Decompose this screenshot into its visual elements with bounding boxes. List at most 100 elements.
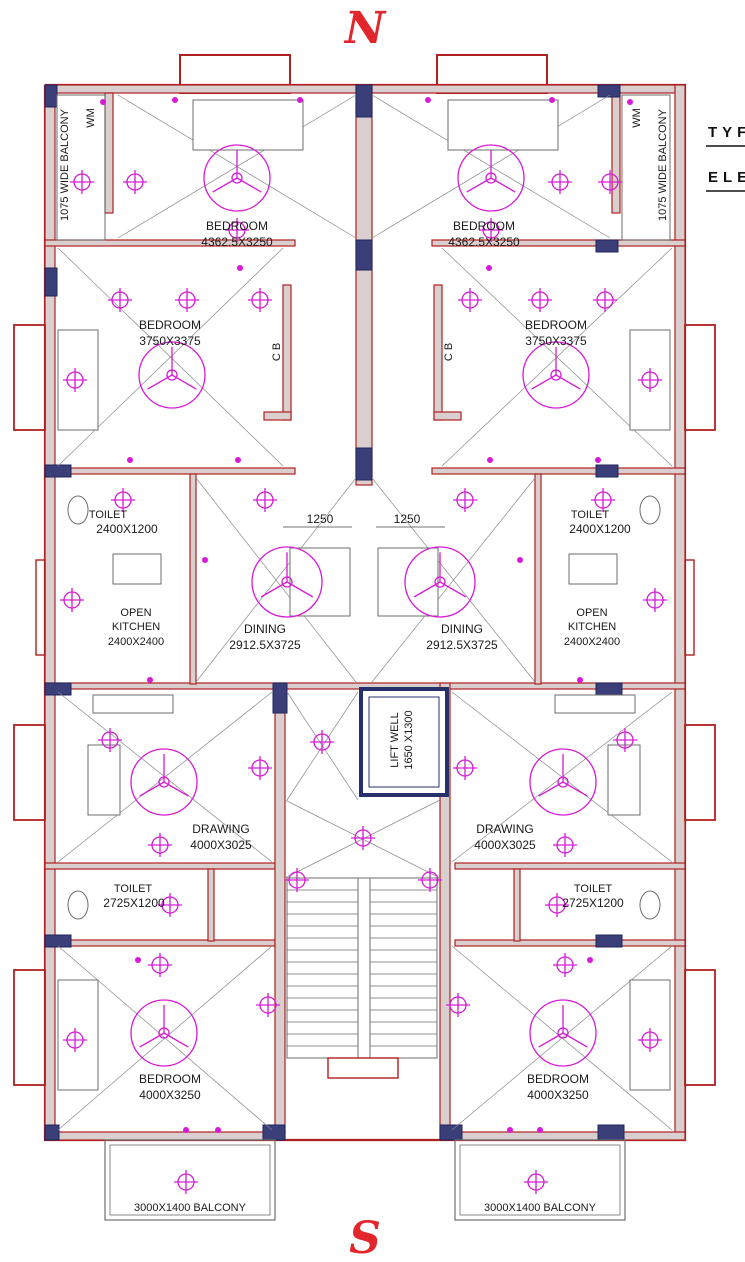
staircase — [286, 877, 438, 1079]
room-toilet-ne-size: 2400X1200 — [569, 522, 631, 536]
light-point-icon — [528, 288, 552, 312]
switch-point-icon — [172, 97, 178, 103]
ceiling-fan-icon — [130, 999, 198, 1067]
ceiling-fan-icon — [529, 999, 597, 1067]
dining-dim-east: 1250 — [394, 512, 421, 526]
room-bedroom-se-size: 4000X3250 — [527, 1088, 589, 1102]
room-toilet-nw-name: TOILET — [89, 509, 128, 521]
switch-point-icon — [147, 677, 153, 683]
light-point-icon — [60, 588, 84, 612]
light-point-icon — [638, 1028, 662, 1052]
light-point-icon — [253, 488, 277, 512]
switch-point-icon — [595, 457, 601, 463]
room-toilet-se-name: TOILET — [574, 883, 613, 895]
room-kitchen-e-name2: KITCHEN — [568, 621, 616, 633]
room-kitchen-w-name1: OPEN — [120, 607, 151, 619]
switch-point-icon — [587, 957, 593, 963]
room-toilet-ne-name: TOILET — [571, 509, 610, 521]
room-bedroom-nw-size: 4362.5X3250 — [201, 235, 273, 249]
light-point-icon — [310, 730, 334, 754]
room-dining-e-size: 2912.5X3725 — [426, 638, 498, 652]
balconies — [56, 94, 671, 1221]
switch-point-icon — [202, 557, 208, 563]
light-point-icon — [63, 1028, 87, 1052]
switch-point-icon — [549, 97, 555, 103]
switch-point-icon — [487, 457, 493, 463]
switch-point-icon — [135, 957, 141, 963]
ceiling-fan-icon — [251, 546, 323, 618]
washing-machine-label-east: WM — [631, 108, 643, 128]
light-point-icon — [591, 488, 615, 512]
light-point-icon — [598, 170, 622, 194]
light-point-icon — [98, 728, 122, 752]
light-point-icon — [524, 1170, 548, 1194]
room-bedroom-ne-name: BEDROOM — [453, 219, 515, 233]
switch-point-icon — [425, 97, 431, 103]
room-dining-e-name: DINING — [441, 622, 483, 636]
switch-point-icon — [237, 265, 243, 271]
switch-point-icon — [627, 99, 633, 105]
room-kitchen-w-size: 2400X2400 — [108, 636, 164, 648]
light-point-icon — [613, 728, 637, 752]
light-point-icon — [108, 288, 132, 312]
balcony-se-label: 3000X1400 BALCONY — [484, 1202, 597, 1214]
structural-columns — [44, 84, 625, 1141]
room-drawing-w-size: 4000X3025 — [190, 838, 252, 852]
ceiling-fan-icon — [130, 748, 198, 816]
side-label-1: TYF — [708, 124, 745, 141]
balcony-nw-label: 1075 WIDE BALCONY — [59, 108, 71, 221]
ceiling-fan-icon — [404, 546, 476, 618]
dining-dim-west: 1250 — [307, 512, 334, 526]
stair-treads — [287, 889, 437, 1047]
balcony-ne-label: 1075 WIDE BALCONY — [657, 108, 669, 221]
switch-point-icon — [127, 457, 133, 463]
room-dining-w-size: 2912.5X3725 — [229, 638, 301, 652]
room-bedroom-sw-name: BEDROOM — [139, 1072, 201, 1086]
switch-point-icon — [297, 97, 303, 103]
light-point-icon — [248, 288, 272, 312]
room-kitchen-e-name1: OPEN — [576, 607, 607, 619]
washing-machine-label-west: WM — [85, 108, 97, 128]
room-bedroom-e2-size: 3750X3375 — [525, 334, 587, 348]
light-point-icon — [446, 993, 470, 1017]
electrical-layout — [60, 97, 667, 1194]
room-toilet-sw-size: 2725X1200 — [103, 896, 165, 910]
light-point-icon — [453, 756, 477, 780]
light-point-icon — [123, 170, 147, 194]
light-point-icon — [553, 833, 577, 857]
light-point-icon — [256, 993, 280, 1017]
light-point-icon — [593, 288, 617, 312]
room-bedroom-w2-size: 3750X3375 — [139, 334, 201, 348]
switch-point-icon — [486, 265, 492, 271]
cupboard-label-west: C B — [271, 343, 283, 361]
light-point-icon — [174, 1170, 198, 1194]
light-point-icon — [643, 588, 667, 612]
ceiling-fan-icon — [203, 144, 271, 212]
lift-well: LIFT WELL 1650 X1300 — [359, 687, 449, 797]
balcony-sw-label: 3000X1400 BALCONY — [134, 1202, 247, 1214]
light-point-icon — [70, 170, 94, 194]
light-point-icon — [458, 288, 482, 312]
switch-point-icon — [215, 1127, 221, 1133]
switch-point-icon — [577, 677, 583, 683]
room-dining-w-name: DINING — [244, 622, 286, 636]
side-label-2: ELE — [708, 169, 745, 186]
light-point-icon — [553, 953, 577, 977]
light-point-icon — [225, 218, 249, 242]
cupboard-label-east: C B — [443, 343, 455, 361]
side-window-frames — [13, 324, 716, 1086]
room-bedroom-sw-size: 4000X3250 — [139, 1088, 201, 1102]
room-bedroom-w2-name: BEDROOM — [139, 318, 201, 332]
room-bedroom-se-name: BEDROOM — [527, 1072, 589, 1086]
light-point-icon — [479, 218, 503, 242]
ceiling-fan-icon — [138, 341, 206, 409]
light-point-icon — [63, 368, 87, 392]
switch-point-icon — [517, 557, 523, 563]
room-drawing-w-name: DRAWING — [192, 822, 250, 836]
room-toilet-sw-name: TOILET — [114, 883, 153, 895]
room-toilet-nw-size: 2400X1200 — [96, 522, 158, 536]
switch-point-icon — [183, 1127, 189, 1133]
room-bedroom-ne-size: 4362.5X3250 — [448, 235, 520, 249]
room-bedroom-e2-name: BEDROOM — [525, 318, 587, 332]
